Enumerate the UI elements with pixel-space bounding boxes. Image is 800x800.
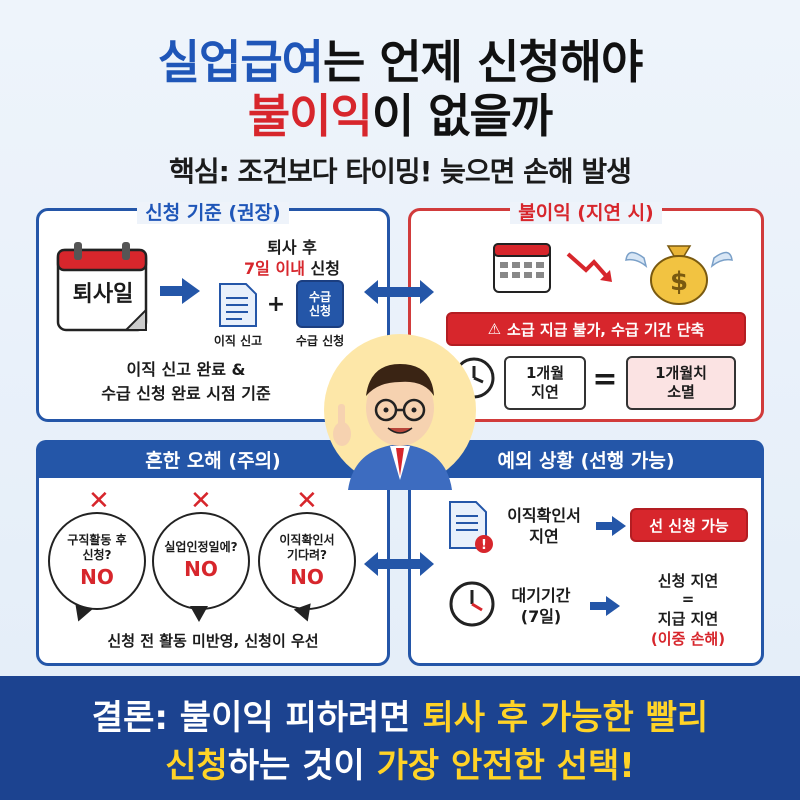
clock-icon xyxy=(449,581,495,627)
panel-standard-heading: 신청 기준 (권장) xyxy=(36,198,390,225)
title-keyword: 실업급여 xyxy=(157,35,324,89)
conclusion-banner xyxy=(0,676,800,800)
plus-sign: + xyxy=(266,292,286,317)
panel-exception-heading: 예외 상황 (선행 가능) xyxy=(408,440,764,478)
money-bag-icon: $ xyxy=(625,245,733,305)
character-illustration xyxy=(324,334,476,490)
loss-box: 1개월치 소멸 xyxy=(626,356,736,410)
warning-banner: ⚠소급 지급 불가, 수급 기간 단축 xyxy=(446,312,746,346)
arrow-right-icon xyxy=(590,596,620,616)
double-arrow-icon xyxy=(364,280,434,304)
exception-row2-label: 대기기간 (7일) xyxy=(511,586,571,626)
conclusion-line-2: 신청하는 것이 가장 안전한 선택! xyxy=(165,746,635,786)
standard-footer-2: 수급 신청 완료 시점 기준 xyxy=(101,384,271,403)
exception-row2-result2: 지급 지연 xyxy=(657,610,719,628)
conclusion-line-1: 결론: 불이익 피하려면 퇴사 후 가능한 빨리 xyxy=(91,698,709,738)
title-rest: 는 언제 신청해야 xyxy=(323,35,643,89)
equals-sign: = xyxy=(592,362,618,397)
calendar-icon xyxy=(493,243,551,293)
svg-text:$: $ xyxy=(670,267,688,297)
double-arrow-icon xyxy=(364,552,434,576)
pre-apply-badge: 선 신청 가능 xyxy=(630,508,748,542)
warning-icon: ⚠ xyxy=(487,320,502,338)
apply-doc-icon: 수급 신청 xyxy=(296,280,344,328)
title-line-1: 실업급여는 언제 신청해야 xyxy=(0,26,800,92)
svg-text:!: ! xyxy=(481,538,487,553)
arrow-right-icon xyxy=(160,278,200,304)
exception-row2-note: (이중 손해) xyxy=(650,630,726,648)
x-mark-icon: ✕ xyxy=(88,486,110,516)
delay-box: 1개월 지연 xyxy=(504,356,586,410)
panel-misconception-heading: 흔한 오해 (주의) xyxy=(36,440,390,478)
doc2-label: 수급 신청 xyxy=(295,334,345,348)
standard-footer-1: 이직 신고 완료 & xyxy=(126,360,246,379)
x-mark-icon: ✕ xyxy=(296,486,318,516)
exception-row1-label: 이직확인서 지연 xyxy=(507,506,581,546)
document-icon xyxy=(219,283,257,327)
trend-down-arrow-icon xyxy=(566,252,612,282)
title-line-2: 불이익이 없을까 xyxy=(0,80,800,146)
panel-penalty-heading: 불이익 (지연 시) xyxy=(408,198,764,225)
bubble-tail xyxy=(190,606,208,622)
resign-day-label: 퇴사일 xyxy=(72,282,134,307)
arrow-right-icon xyxy=(596,516,626,536)
deadline-line2: 7일 이내 신청 xyxy=(244,259,340,278)
exception-row2-eq: = xyxy=(681,590,695,608)
doc1-label: 이직 신고 xyxy=(213,334,263,348)
misconception-bubble-2: 실업인정일에? NO xyxy=(152,512,250,610)
exception-row2-result1: 신청 지연 xyxy=(657,572,719,590)
x-mark-icon: ✕ xyxy=(190,486,212,516)
title-rest-2: 이 없을까 xyxy=(371,89,553,143)
misconception-bubble-3: 이직확인서 기다려? NO xyxy=(258,512,356,610)
title-penalty-word: 불이익 xyxy=(247,89,373,143)
document-warning-icon: ! xyxy=(449,501,493,553)
deadline-line1: 퇴사 후 xyxy=(267,238,317,257)
subtitle: 핵심: 조건보다 타이밍! 늦으면 손해 발생 xyxy=(169,155,632,188)
calendar-icon xyxy=(56,242,148,332)
misconception-bubble-1: 구직활동 후 신청? NO xyxy=(48,512,146,610)
misconception-footer: 신청 전 활동 미반영, 신청이 우선 xyxy=(107,632,319,650)
